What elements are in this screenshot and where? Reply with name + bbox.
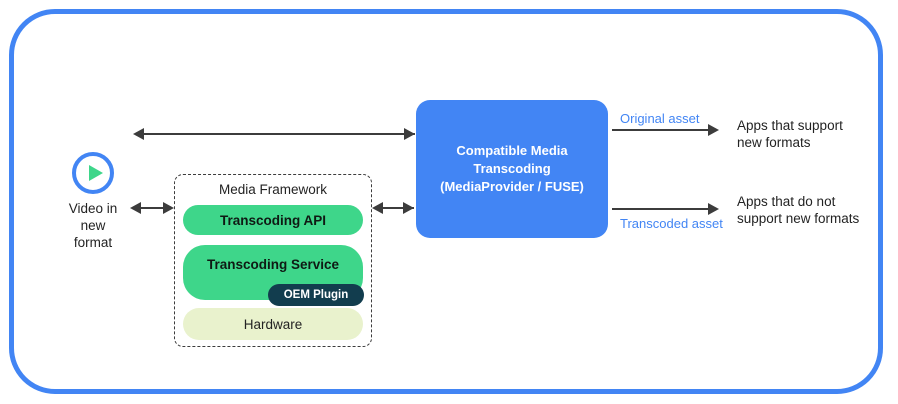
apps-no-support-new-formats-label: Apps that do not support new formats [737, 194, 860, 226]
connector-transcoded-asset-head [708, 202, 719, 215]
framework-row-transcoding-api: Transcoding API [183, 205, 363, 235]
connector-framework-transcoding-line [382, 207, 414, 209]
play-triangle-icon [89, 165, 103, 181]
framework-row-hardware: Hardware [183, 308, 363, 340]
apps-support-new-formats-label: Apps that support new formats [737, 118, 843, 150]
transcoded-asset-label: Transcoded asset [620, 216, 723, 231]
connector-transcoded-asset-line [612, 208, 717, 210]
video-source-label: Video in new format [68, 201, 118, 250]
connector-video-transcoding-head-left [133, 127, 144, 140]
play-circle-icon [72, 152, 114, 194]
connector-original-asset-line [612, 129, 717, 131]
oem-plugin-badge: OEM Plugin [268, 284, 364, 306]
connector-video-transcoding-head-right [404, 127, 415, 140]
connector-video-framework-line [140, 207, 172, 209]
media-framework-title: Media Framework [218, 182, 328, 197]
connector-video-framework-head-right [163, 201, 174, 214]
connector-framework-transcoding-head-left [372, 201, 383, 214]
connector-video-framework-head-left [130, 201, 141, 214]
media-framework-group [174, 174, 372, 347]
connector-framework-transcoding-head-right [403, 201, 414, 214]
outer-frame-border [9, 9, 883, 394]
connector-original-asset-head [708, 123, 719, 136]
original-asset-label: Original asset [620, 111, 700, 126]
connector-video-transcoding-line [143, 133, 415, 135]
compatible-media-transcoding-box: Compatible Media Transcoding (MediaProvi… [416, 100, 608, 238]
